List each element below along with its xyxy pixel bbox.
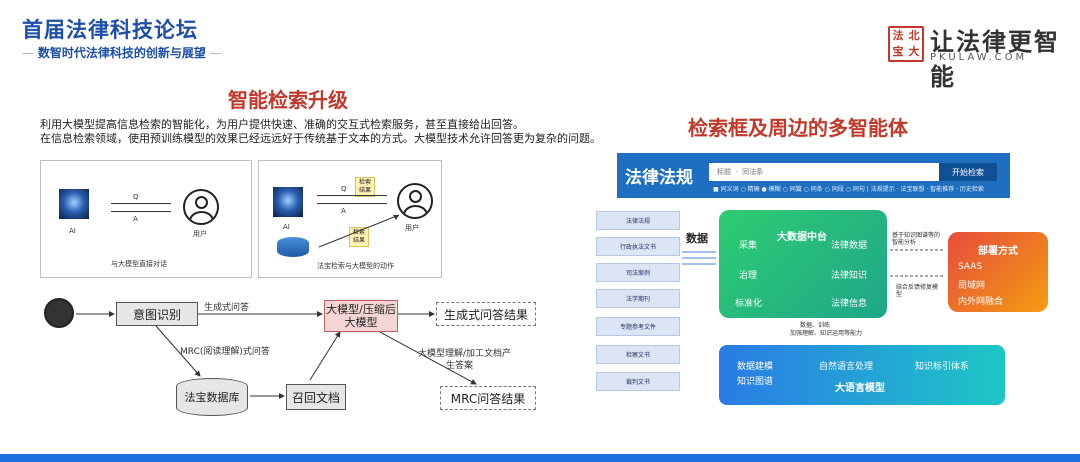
source-item: 司法案例 [596,263,680,282]
q-arrow [111,203,171,204]
a-label: A [341,207,346,215]
llm-title: 大语言模型 [835,383,885,394]
database-icon [277,237,309,257]
data-flow-arrows [682,251,716,265]
intro-line-1: 利用大模型提高信息检索的智能化，为用户提供快速、准确的交互式检索服务，甚至直接给… [40,118,524,131]
direct-dialog-panel: AI Q A 用户 与大模型直接对话 [40,160,252,278]
llm-mrc-label-2: 生答案 [446,361,474,371]
gen-qa-label: 生成式问答 [204,303,250,313]
q-label: Q [341,185,347,193]
llm-item: 知识标引体系 [915,362,970,372]
a-label: A [133,215,138,223]
retrieval-result-tag: 检索结果 [349,227,369,247]
a-arrow [317,203,387,204]
seal-char: 北 [908,29,920,42]
source-item: 法律法规 [596,211,680,230]
deployment-item: 局域网 [958,281,986,291]
user-label: 用户 [193,230,207,238]
search-filter-options[interactable]: ■ 同义词 ○ 精确 ● 模糊 ○ 同篇 ○ 同条 ○ 同段 ○ 同句 | 法规… [713,186,984,193]
training-note-2: 加强理解、知识运用等能力 [790,330,863,337]
search-category-title: 法律法规 [625,168,693,188]
ai-label: AI [283,223,290,231]
search-bar: 法律法规 开始检索 ■ 同义词 ○ 精确 ● 模糊 ○ 同篇 ○ 同条 ○ 同段… [617,153,1010,198]
recall-docs-box: 召回文档 [286,384,346,410]
llm-mrc-label-1: 大模型理解/加工文档产 [418,349,512,359]
brand-url: PKULAW.COM [930,52,1028,63]
retrieval-llm-panel: AI Q 检索结果 A 用户 检索结果 法宝检索与大模型的动作 [258,160,442,278]
left-section-title: 智能检索升级 [228,88,348,112]
training-note-1: 数据、训练 [800,322,831,329]
brand-seal-logo: 法 北 宝 大 [888,26,924,62]
data-label: 数据 [686,232,708,245]
llm-item: 数据建模 [737,362,774,372]
ai-brain-image [59,189,89,219]
retrieval-result-tag: 检索结果 [355,177,375,197]
llm-item: 知识图谱 [737,377,774,387]
mrc-qa-result-box: MRC问答结果 [440,386,536,410]
intent-recognition-box: 意图识别 [116,302,198,326]
source-item: 专题参考文件 [596,317,680,336]
ai-label: AI [69,227,76,235]
brand-slogan: 让法律更智能 [930,27,1060,91]
panel-caption: 法宝检索与大模型的动作 [317,262,394,270]
bigdata-left-item: 标准化 [735,299,763,309]
ai-brain-image [273,187,303,217]
deployment-item: SAAS [958,262,983,272]
bigdata-left-item: 治理 [739,271,758,281]
divider: — [205,46,222,60]
mrc-qa-label: MRC(阅读理解)式问答 [180,347,270,357]
user-label: 用户 [405,224,419,232]
q-arrow [317,195,387,196]
bigdata-deploy-arrows [890,249,944,277]
bigdata-left-item: 采集 [739,241,758,251]
source-item: 裁判文书 [596,372,680,391]
qa-flow-diagram: 意图识别 生成式问答 大模型/压缩后大模型 生成式问答结果 MRC(阅读理解)式… [40,292,540,452]
source-item: 检察文书 [596,345,680,364]
right-section-title: 检索框及周边的多智能体 [688,116,908,140]
q-label: Q [133,193,139,201]
seal-char: 宝 [892,45,904,58]
feedback-note: 结合反馈修复模型 [896,284,939,298]
bigdata-title: 大数据中台 [777,232,827,243]
pkulaw-database: 法宝数据库 [176,378,248,416]
deployment-item: 内外网融合 [958,297,1004,307]
user-avatar-icon [44,298,74,328]
retrieval-arrow [318,214,400,248]
bigdata-right-item: 法律数据 [831,241,868,251]
seal-char: 大 [908,45,920,58]
llm-box: 大模型/压缩后大模型 [324,300,398,332]
footer-bar [0,454,1080,462]
a-arrow [111,211,171,212]
seal-char: 法 [892,29,904,42]
search-input[interactable] [709,163,939,181]
conference-subtitle-text: 数智时代法律科技的创新与展望 [37,46,206,60]
deployment-title: 部署方式 [978,246,1018,257]
divider: — [22,46,38,60]
intro-line-2: 在信息检索领域，使用预训练模型的效果已经远远好于传统基于文本的方式。大模型技术允… [40,132,601,145]
conference-subtitle: — 数智时代法律科技的创新与展望 — [22,44,222,61]
deployment-box: 部署方式 SAAS 局域网 内外网融合 [948,232,1048,312]
large-language-model-box: 数据建模 自然语言处理 知识标引体系 知识图谱 大语言模型 [719,345,1005,405]
user-avatar-icon [397,183,433,219]
bigdata-right-item: 法律知识 [831,271,868,281]
bigdata-right-item: 法律信息 [831,299,868,309]
bigdata-platform-box: 大数据中台 采集 治理 标准化 法律数据 法律知识 法律信息 [719,210,887,318]
gen-qa-result-box: 生成式问答结果 [436,302,536,326]
llm-item: 自然语言处理 [819,362,874,372]
panel-caption: 与大模型直接对话 [111,260,167,268]
analysis-note: 基于知识图谱等的智能分析 [892,232,941,246]
start-search-button[interactable]: 开始检索 [939,163,997,181]
flow-connectors [76,311,477,399]
source-item: 行政执法文书 [596,237,680,256]
user-avatar-icon [183,189,219,225]
source-item: 法学期刊 [596,289,680,308]
conference-title: 首届法律科技论坛 [22,18,198,42]
